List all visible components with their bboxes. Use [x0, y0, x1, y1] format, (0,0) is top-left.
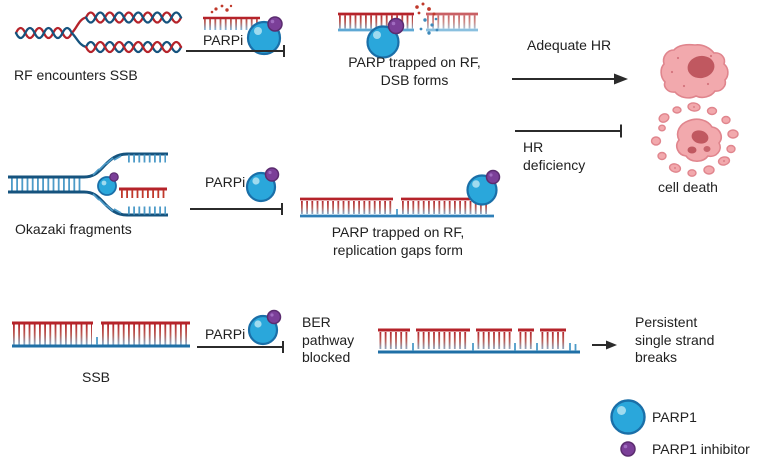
- legend-inhibitor-label: PARP1 inhibitor: [652, 441, 750, 457]
- nicked-dna-fragment-icon: [203, 4, 260, 30]
- parp1-inhibitor-icon: [266, 309, 282, 325]
- legend-parp1-label: PARP1: [652, 409, 697, 425]
- persistent-breaks-label: Persistent single strand breaks: [635, 314, 715, 366]
- dsb-fragments: [415, 2, 439, 35]
- adequate-hr-arrow: [512, 73, 628, 85]
- dna-ladder-persistent-breaks: [378, 328, 580, 354]
- hr-deficiency-blunt-arrow: [515, 124, 622, 138]
- replication-fork-illustration: [8, 152, 168, 217]
- parpi-label-row2: PARPi: [205, 174, 246, 190]
- parp1-icon: [97, 176, 117, 196]
- legend-parp1-icon: [610, 399, 646, 435]
- parp1-inhibitor-icon: [485, 169, 501, 185]
- healthy-cell-illustration: [660, 43, 729, 99]
- inhibition-arrow-row2: [190, 203, 283, 215]
- hr-deficiency-label: HR deficiency: [523, 139, 586, 173]
- inhibition-arrow-row1: [186, 45, 285, 57]
- parp-trapped-dsb-label: PARP trapped on RF, DSB forms: [348, 54, 481, 88]
- dna-ladder-ssb: [12, 321, 190, 348]
- parpi-label-row3: PARPi: [205, 326, 246, 342]
- parp1-icon: [366, 25, 400, 59]
- parp1-inhibitor-icon: [267, 16, 283, 32]
- dna-ladder-gap: [300, 197, 494, 218]
- dna-helix-illustration: [14, 11, 183, 54]
- parp1-inhibitor-icon: [264, 167, 280, 182]
- parp1-inhibitor-icon: [109, 172, 119, 182]
- legend-inhibitor-icon: [620, 441, 636, 457]
- inhibition-arrow-row3: [197, 341, 284, 353]
- ber-pathway-blocked-label: BER pathway blocked: [302, 314, 355, 366]
- parpi-label-row1: PARPi: [203, 32, 244, 48]
- adequate-hr-label: Adequate HR: [527, 37, 612, 53]
- parp1-inhibitor-icon: [387, 17, 405, 35]
- okazaki-fragments-label: Okazaki fragments: [15, 221, 132, 237]
- parp-trapped-gaps-label: PARP trapped on RF, replication gaps for…: [331, 224, 465, 258]
- dna-ladder-dsb: [338, 2, 478, 35]
- break-sparks: [210, 4, 233, 14]
- dying-cell-illustration: [650, 102, 739, 177]
- result-arrow-row3: [592, 340, 617, 350]
- rf-encounters-ssb-label: RF encounters SSB: [14, 67, 138, 83]
- cell-death-label: cell death: [658, 179, 718, 195]
- ssb-label: SSB: [82, 369, 111, 385]
